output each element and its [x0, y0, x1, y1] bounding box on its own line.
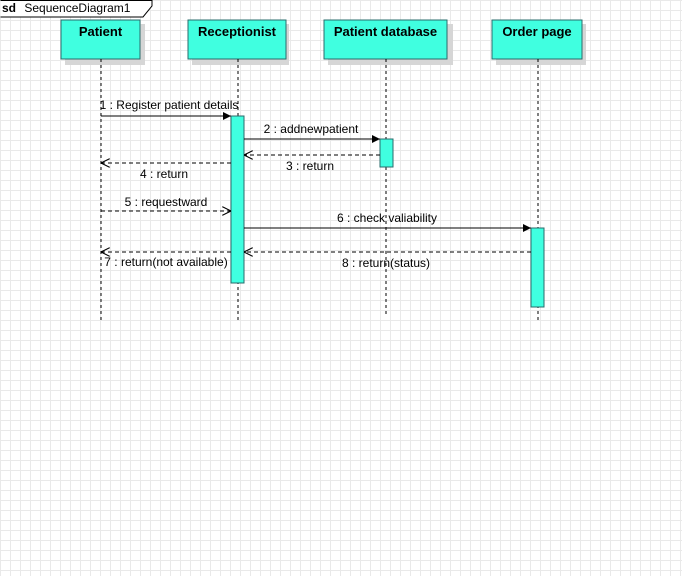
- lifeline-label-receptionist: Receptionist: [198, 24, 277, 39]
- message-label: 4 : return: [140, 167, 188, 181]
- lifeline-label-order-page: Order page: [502, 24, 571, 39]
- frame-title: SequenceDiagram1: [24, 1, 130, 15]
- activation-bar-order-page[interactable]: [530, 227, 545, 308]
- message-1[interactable]: 1 : Register patient details: [100, 98, 239, 120]
- message-label: 5 : requestward: [125, 195, 208, 209]
- lifeline-head-patient[interactable]: Patient: [60, 19, 145, 65]
- message-label: 7 : return(not available): [104, 255, 227, 269]
- frame-tab: sd SequenceDiagram1: [0, 0, 153, 18]
- message-4[interactable]: 4 : return: [101, 163, 231, 181]
- lifeline-label-patient: Patient: [79, 24, 123, 39]
- message-5[interactable]: 5 : requestward: [101, 195, 231, 211]
- message-label: 8 : return(status): [342, 256, 430, 270]
- message-7[interactable]: 7 : return(not available): [101, 252, 231, 269]
- message-3[interactable]: 3 : return: [244, 155, 380, 173]
- message-label: 1 : Register patient details: [100, 98, 239, 112]
- lifeline-label-patient-database: Patient database: [334, 24, 437, 39]
- activation-bar-patient-database[interactable]: [379, 138, 394, 168]
- message-8[interactable]: 8 : return(status): [244, 252, 531, 270]
- lifeline-head-patient-database[interactable]: Patient database: [323, 19, 453, 65]
- message-6[interactable]: 6 : check valiability: [244, 211, 531, 232]
- activation-bar-receptionist[interactable]: [230, 115, 245, 284]
- frame-keyword: sd: [2, 1, 16, 15]
- svg-text:sd SequenceDiagram1: sd SequenceDiagram1: [2, 1, 131, 15]
- message-label: 2 : addnewpatient: [264, 122, 359, 136]
- message-label: 3 : return: [286, 159, 334, 173]
- lifeline-head-receptionist[interactable]: Receptionist: [187, 19, 289, 65]
- message-label: 6 : check valiability: [337, 211, 437, 225]
- message-2[interactable]: 2 : addnewpatient: [244, 122, 380, 143]
- lifeline-head-order-page[interactable]: Order page: [491, 19, 586, 65]
